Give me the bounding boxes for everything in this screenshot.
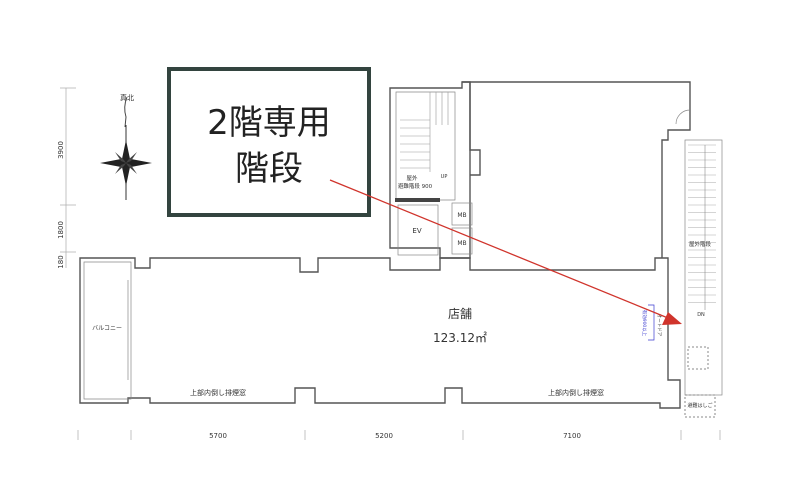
escape-ladder-label: 避難はしご: [687, 402, 712, 409]
up-label: UP: [441, 174, 448, 180]
dim-5700: 5700: [209, 432, 227, 440]
callout-arrow: [329, 179, 682, 325]
evacuation-stair-label: 避難階段 900: [398, 182, 433, 190]
store-walls: [79, 257, 681, 409]
dim-7100: 7100: [563, 432, 581, 440]
dim-1800: 1800: [57, 221, 65, 239]
dim-3900: 3900: [57, 141, 65, 159]
window-label-left: 上部内倒し排煙窓: [190, 388, 246, 397]
dim-5200: 5200: [375, 432, 393, 440]
outdoor-evacuation-stair: [389, 81, 473, 259]
mb-label-2: MB: [457, 240, 466, 247]
store-name: 店舗: [448, 307, 472, 321]
horizontal-dimension-line: [77, 430, 721, 440]
north-compass-icon: [100, 96, 152, 200]
true-north-label: 真北: [120, 93, 134, 102]
dim-180: 180: [57, 255, 65, 268]
callout-box: [167, 67, 371, 217]
external-stair-label: 屋外階段: [689, 240, 712, 248]
mb-label-1: MB: [457, 212, 466, 219]
callout-line-2: 階段: [235, 149, 303, 189]
upper-room-walls: [462, 81, 691, 258]
vertical-dimension-line: [60, 87, 76, 268]
store-area: 123.12㎡: [433, 331, 487, 345]
window-label-right: 上部内倒し排煙窓: [548, 388, 604, 397]
ev-label: EV: [412, 227, 421, 235]
outdoor-label: 屋外: [406, 174, 418, 182]
balcony-label: バルコニー: [92, 325, 122, 332]
door-width-label: 有効900以上: [641, 310, 648, 337]
auto-door-label: オートドア: [656, 314, 662, 337]
door-width-note: [648, 304, 655, 341]
external-stair: [684, 139, 723, 418]
dn-label: DN: [697, 312, 705, 318]
callout-line-1: 2階専用: [207, 103, 331, 143]
